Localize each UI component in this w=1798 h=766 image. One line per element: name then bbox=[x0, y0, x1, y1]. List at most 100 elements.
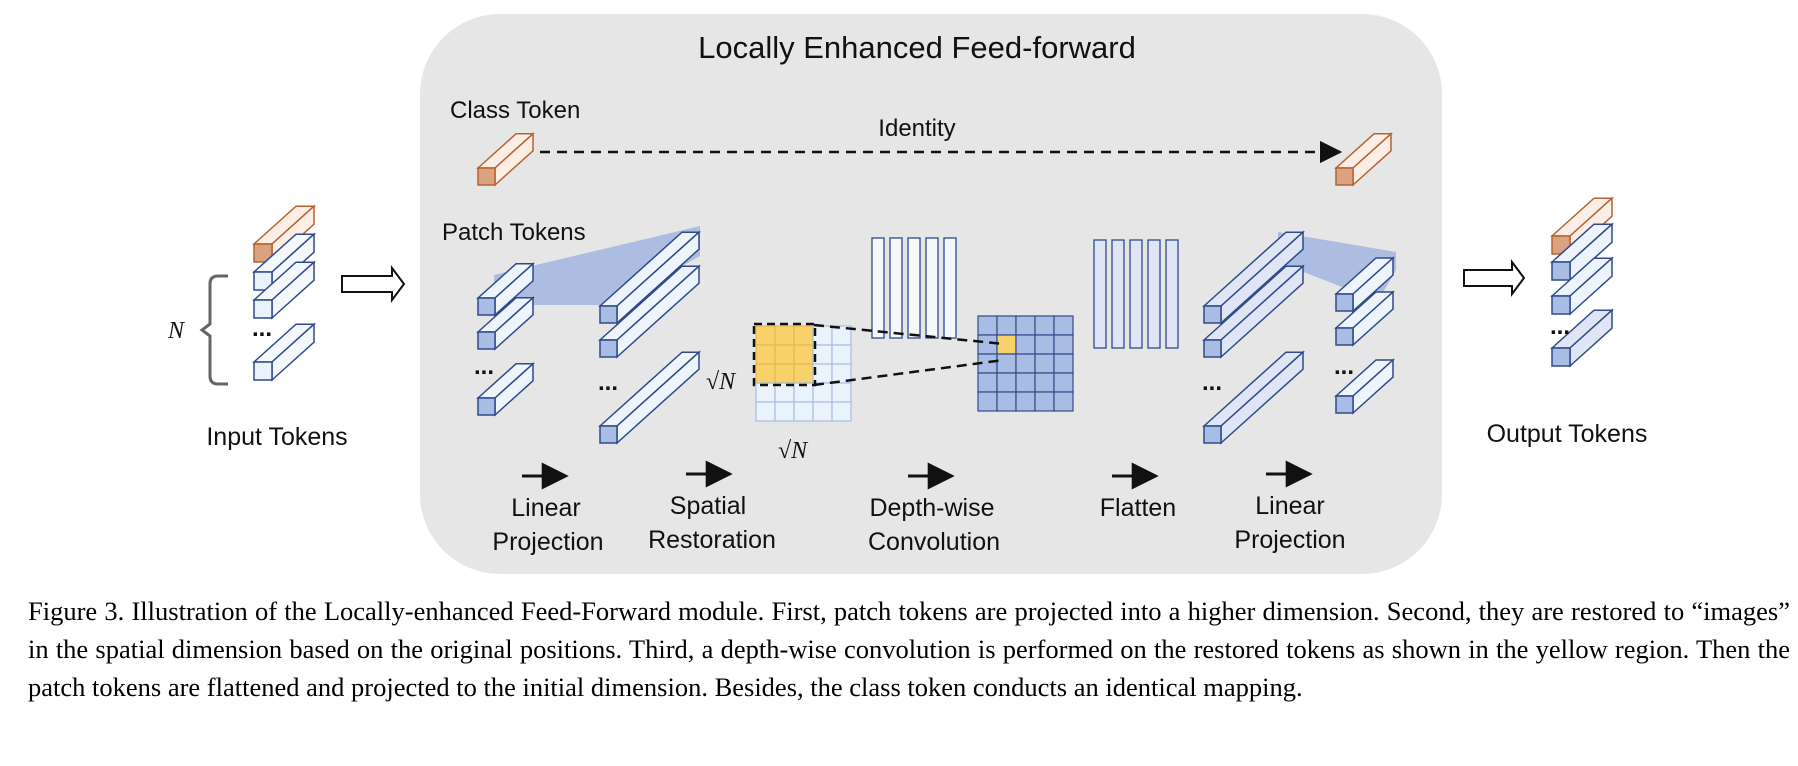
svg-text:Spatial: Spatial bbox=[670, 492, 746, 520]
conv-grid-cell bbox=[996, 391, 1017, 412]
step-label-depthwise-convolution: Depth-wise Convolution bbox=[868, 494, 1000, 556]
restored-grid-cell bbox=[793, 325, 814, 346]
patch-token bbox=[476, 296, 535, 351]
conv-grid-cell bbox=[1015, 353, 1036, 374]
projected-output-token bbox=[1334, 256, 1395, 313]
flattened-token bbox=[1202, 230, 1305, 325]
projected-token-stack bbox=[598, 230, 701, 445]
restored-grid-cell bbox=[793, 363, 814, 384]
projection-band-1 bbox=[494, 226, 700, 305]
conv-grid-cell bbox=[996, 315, 1017, 336]
projected-output-stack bbox=[1334, 256, 1395, 415]
conv-kernel-window bbox=[752, 322, 817, 387]
restored-grid-cell bbox=[755, 325, 776, 346]
module-title: Locally Enhanced Feed-forward bbox=[698, 30, 1136, 65]
patch-token-stack bbox=[476, 262, 535, 417]
n-label: N bbox=[167, 318, 186, 344]
svg-text:Projection: Projection bbox=[1234, 526, 1345, 554]
svg-text:Linear: Linear bbox=[1255, 492, 1325, 520]
step-label-linear-projection-2: Linear Projection bbox=[1234, 492, 1345, 554]
conv-grid-cell bbox=[1053, 315, 1074, 336]
input-patch-token bbox=[252, 260, 316, 320]
ellipsis-flat: ... bbox=[1202, 369, 1222, 396]
restored-grid-cell bbox=[755, 401, 776, 422]
conv-grid-cell bbox=[1034, 315, 1055, 336]
step-label-linear-projection: Linear Projection bbox=[492, 494, 603, 556]
class-token-input-bar bbox=[476, 132, 535, 187]
class-token-bar bbox=[476, 132, 535, 187]
identity-label: Identity bbox=[878, 115, 955, 142]
restored-depth-slab bbox=[871, 237, 885, 339]
conv-grid-cell bbox=[1034, 353, 1055, 374]
figure-caption: Figure 3. Illustration of the Locally-en… bbox=[28, 596, 1790, 702]
restored-grid-cell bbox=[774, 325, 795, 346]
conv-grid-cell bbox=[1034, 334, 1055, 355]
restored-grid-cell bbox=[831, 401, 852, 422]
svg-text:Convolution: Convolution bbox=[868, 528, 1000, 556]
restored-grid-cell bbox=[812, 401, 833, 422]
output-token-stack bbox=[1550, 196, 1614, 368]
restored-depth-slab bbox=[943, 237, 957, 339]
patch-tokens-label: Patch Tokens bbox=[442, 219, 586, 246]
step-label-flatten: Flatten bbox=[1100, 494, 1176, 522]
conv-depth-slab bbox=[1147, 239, 1161, 349]
restored-depth-slab bbox=[925, 237, 939, 339]
conv-grid-cell bbox=[977, 372, 998, 393]
projected-output-token bbox=[1334, 358, 1395, 415]
restored-grid-cell bbox=[831, 344, 852, 365]
restored-grid-cell bbox=[774, 363, 795, 384]
input-arrow bbox=[341, 265, 406, 303]
conv-depth-slab bbox=[1111, 239, 1125, 349]
svg-text:Linear: Linear bbox=[511, 494, 581, 522]
flattened-token bbox=[1202, 350, 1305, 445]
sqrt-n-height-label: √N bbox=[706, 369, 737, 395]
conv-grid-cell bbox=[996, 334, 1017, 355]
sqrt-n-width-label: √N bbox=[778, 438, 809, 464]
conv-grid-cell bbox=[977, 334, 998, 355]
projected-output-token bbox=[1334, 290, 1395, 347]
convolved-feature-map bbox=[977, 239, 1179, 412]
conv-grid-cell bbox=[1053, 353, 1074, 374]
projected-token bbox=[598, 230, 701, 325]
restored-grid-cell bbox=[793, 401, 814, 422]
projected-token bbox=[598, 350, 701, 445]
step-label-spatial-restoration: Spatial Restoration bbox=[648, 492, 776, 554]
conv-grid-cell bbox=[1034, 391, 1055, 412]
conv-depth-slab bbox=[1093, 239, 1107, 349]
restored-depth-slab bbox=[889, 237, 903, 339]
restored-grid-cell bbox=[755, 344, 776, 365]
patch-token bbox=[476, 262, 535, 317]
ellipsis-input: ... bbox=[252, 315, 272, 342]
conv-grid-cell bbox=[1015, 372, 1036, 393]
projected-token bbox=[598, 264, 701, 359]
output-tokens-label: Output Tokens bbox=[1487, 420, 1648, 448]
conv-grid-cell bbox=[1015, 334, 1036, 355]
patch-token bbox=[476, 362, 535, 417]
svg-text:Flatten: Flatten bbox=[1100, 494, 1176, 522]
lefft-diagram: Locally Enhanced Feed-forward Class Toke… bbox=[167, 14, 1648, 574]
conv-grid-cell bbox=[996, 372, 1017, 393]
output-patch-token bbox=[1550, 256, 1614, 316]
ellipsis-projected: ... bbox=[598, 369, 618, 396]
conv-grid-cell bbox=[1053, 334, 1074, 355]
restored-grid-cell bbox=[831, 382, 852, 403]
conv-grid-cell bbox=[1015, 315, 1036, 336]
flattened-token-stack bbox=[1202, 230, 1305, 445]
conv-grid-cell bbox=[996, 353, 1017, 374]
input-token-stack bbox=[252, 204, 316, 382]
ellipsis-output: ... bbox=[1550, 313, 1570, 340]
flattened-token bbox=[1202, 264, 1305, 359]
conv-grid-cell bbox=[1015, 391, 1036, 412]
restored-grid-cell bbox=[793, 344, 814, 365]
class-token-bar bbox=[1334, 132, 1393, 187]
restored-grid-cell bbox=[774, 401, 795, 422]
n-brace bbox=[199, 274, 228, 386]
conv-grid-cell bbox=[1034, 372, 1055, 393]
svg-text:Projection: Projection bbox=[492, 528, 603, 556]
conv-grid-cell bbox=[1053, 372, 1074, 393]
input-tokens-label: Input Tokens bbox=[206, 423, 347, 451]
conv-grid-cell bbox=[977, 315, 998, 336]
svg-text:Depth-wise: Depth-wise bbox=[869, 494, 994, 522]
output-arrow bbox=[1463, 259, 1526, 297]
ellipsis-proj-out: ... bbox=[1334, 353, 1354, 380]
